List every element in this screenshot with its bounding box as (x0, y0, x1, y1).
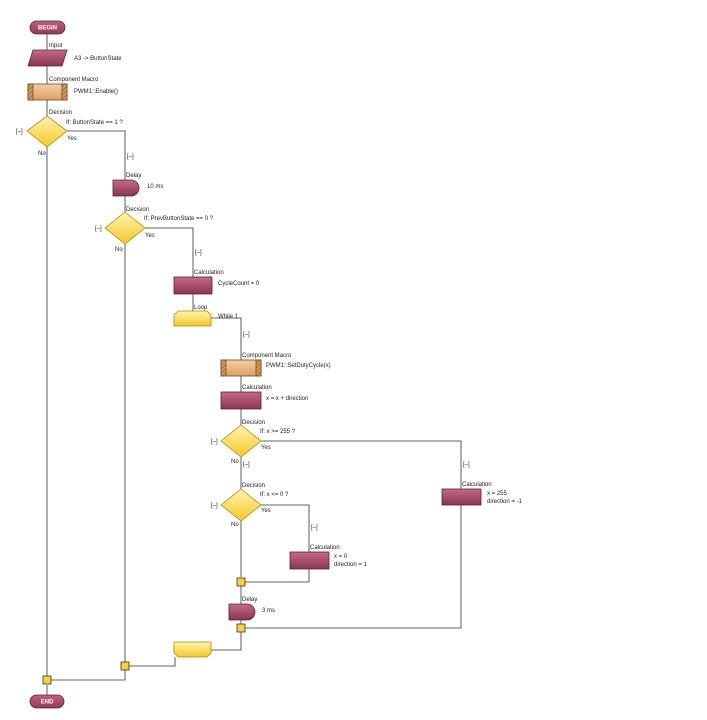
decision-prevbuttonstate-collapse[interactable]: [–] (95, 226, 102, 232)
calc-255-text-1: x = 255 (487, 491, 508, 497)
calc-255-block[interactable]: Calculation x = 255 direction = -1 (441, 482, 523, 506)
decision-prevbuttonstate[interactable]: Decision If: PrevButtonState == 0 ? [–] … (95, 207, 214, 253)
loop-text: While 1 (218, 314, 239, 320)
decision-prevbuttonstate-shape (104, 211, 146, 245)
decision-prevbuttonstate-type-label: Decision (126, 207, 149, 213)
begin-label: BEGIN (38, 26, 57, 32)
calc-cyclecount-text: CycleCount = 0 (218, 281, 260, 287)
decision-x0-collapse[interactable]: [–] (211, 503, 218, 509)
calc-0-type-label: Calculation (310, 545, 340, 551)
calc-255-type-label: Calculation (462, 482, 492, 488)
loop-shape (173, 310, 212, 327)
decision-buttonstate-type-label: Decision (49, 110, 72, 116)
delay-10ms-block[interactable]: Delay 10 ms (112, 173, 163, 197)
decision-buttonstate-no: No (38, 151, 46, 157)
loop-block[interactable]: Loop While 1 (173, 305, 239, 327)
calc-x-shape (220, 391, 262, 410)
collapse-x0-yes-branch[interactable]: [–] (311, 525, 318, 531)
decision-x255-text: If: x >= 255 ? (260, 429, 296, 435)
input-text: A3 -> ButtonState (74, 56, 122, 62)
collapse-buttonstate-yes-branch[interactable]: [–] (127, 154, 134, 160)
delay-3ms-block[interactable]: Delay 3 ms (228, 597, 275, 621)
calc-0-shape (289, 551, 330, 570)
delay-3ms-shape (228, 603, 256, 621)
calc-255-shape (441, 488, 482, 506)
calc-x-type-label: Calculation (242, 385, 272, 391)
calc-x-text: x = x + direction (266, 396, 308, 402)
decision-buttonstate[interactable]: Decision If: ButtonState == 1 ? [–] Yes … (16, 110, 123, 157)
decision-x255-shape (220, 424, 262, 458)
decision-buttonstate-collapse[interactable]: [–] (16, 129, 23, 135)
decision-x0-shape (220, 488, 262, 522)
calc-0-text-1: x = 0 (334, 554, 348, 560)
calc-cyclecount-block[interactable]: Calculation CycleCount = 0 (173, 270, 260, 295)
junction-prevbuttonstate (120, 661, 130, 671)
decision-prevbuttonstate-text: If: PrevButtonState == 0 ? (144, 216, 214, 222)
decision-buttonstate-yes: Yes (67, 136, 77, 142)
macro-dutycycle-type-label: Component Macro (242, 353, 292, 359)
connector-lines (46, 34, 462, 695)
delay-10ms-text: 10 ms (147, 184, 163, 190)
collapse-loop-body[interactable]: [–] (243, 332, 250, 338)
input-block[interactable]: Input A3 -> ButtonState (27, 43, 122, 67)
macro-enable-type-label: Component Macro (49, 77, 99, 83)
decision-prevbuttonstate-yes: Yes (145, 233, 155, 239)
macro-enable-block[interactable]: Component Macro PWM1::Enable() (27, 77, 118, 101)
calc-0-block[interactable]: Calculation x = 0 direction = 1 (289, 545, 368, 570)
decision-prevbuttonstate-no: No (115, 247, 123, 253)
loop-type-label: Loop (194, 305, 208, 311)
input-shape (27, 49, 68, 67)
begin-terminal[interactable]: BEGIN (29, 20, 66, 35)
end-terminal[interactable]: END (29, 694, 65, 709)
decision-x255[interactable]: Decision If: x >= 255 ? [–] Yes No (211, 420, 296, 465)
calc-255-text-2: direction = -1 (487, 499, 523, 505)
decision-buttonstate-shape (26, 115, 68, 148)
junction-buttonstate (42, 675, 52, 685)
decision-x0-yes: Yes (261, 508, 271, 514)
collapse-x255-yes-branch[interactable]: [–] (463, 462, 470, 468)
loop-end-shape[interactable] (173, 641, 212, 658)
calc-0-text-2: direction = 1 (334, 562, 368, 568)
input-type-label: Input (49, 43, 63, 49)
decision-x0-no: No (231, 522, 239, 528)
macro-enable-text: PWM1::Enable() (74, 89, 118, 95)
decision-buttonstate-text: If: ButtonState == 1 ? (66, 120, 123, 126)
delay-10ms-shape (112, 179, 140, 197)
collapse-x255-no-branch[interactable]: [–] (243, 462, 250, 468)
calc-x-block[interactable]: Calculation x = x + direction (220, 385, 308, 410)
end-label: END (41, 700, 54, 706)
junction-x0 (236, 577, 246, 587)
delay-3ms-type-label: Delay (242, 597, 257, 603)
delay-10ms-type-label: Delay (126, 173, 141, 179)
decision-x0-text: If: x <= 0 ? (260, 492, 289, 498)
calc-cyclecount-type-label: Calculation (194, 270, 224, 276)
junction-x255 (236, 623, 246, 633)
decision-x255-yes: Yes (261, 445, 271, 451)
macro-dutycycle-text: PWM1::SetDutyCycle(x) (266, 363, 331, 369)
decision-x255-type-label: Decision (242, 420, 265, 426)
calc-cyclecount-shape (173, 276, 213, 295)
macro-dutycycle-block[interactable]: Component Macro PWM1::SetDutyCycle(x) (220, 353, 331, 377)
decision-x0-type-label: Decision (242, 483, 265, 489)
decision-x255-no: No (231, 459, 239, 465)
decision-x255-collapse[interactable]: [–] (211, 439, 218, 445)
collapse-prevbuttonstate-yes-branch[interactable]: [–] (195, 250, 202, 256)
delay-3ms-text: 3 ms (262, 608, 275, 614)
decision-x0[interactable]: Decision If: x <= 0 ? [–] Yes No (211, 483, 289, 528)
